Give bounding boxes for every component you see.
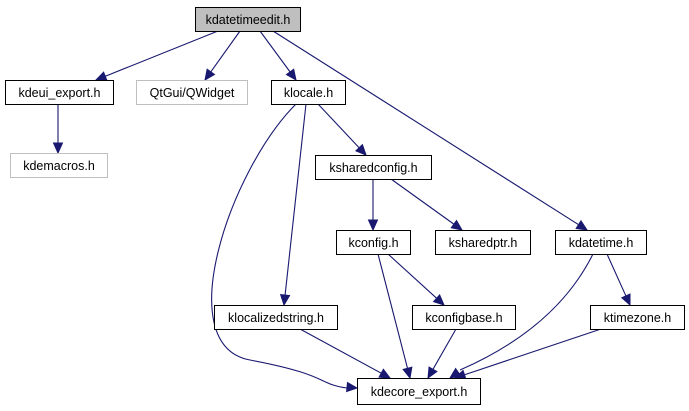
edge-line — [459, 253, 594, 371]
edge-line — [211, 103, 348, 389]
arrowhead-icon — [285, 68, 297, 81]
edge-kdeui_export-to-kdemacros — [52, 104, 64, 155]
node-label: QtGui/QWidget — [150, 86, 235, 100]
node-box[interactable] — [271, 80, 346, 105]
node-box[interactable] — [357, 378, 481, 405]
edge-ktimezone-to-kdecore_export — [453, 328, 602, 380]
node-label: kconfig.h — [348, 236, 398, 250]
edge-line — [284, 103, 307, 297]
node-label: kconfigbase.h — [425, 311, 502, 325]
node-label: kdatetimeedit.h — [206, 13, 291, 27]
edge-line — [209, 30, 241, 73]
edge-klocale-to-kdecore_export — [211, 103, 359, 393]
node-kdeui_export[interactable]: kdeui_export.h — [5, 80, 114, 105]
edge-line — [387, 253, 438, 300]
edge-kdatetimeedit-to-kdeui_export — [94, 30, 219, 81]
arrowhead-icon — [620, 293, 631, 307]
node-box[interactable] — [315, 155, 432, 180]
node-label: ksharedptr.h — [449, 236, 518, 250]
node-label: klocale.h — [284, 86, 333, 100]
edge-line — [377, 253, 409, 370]
node-box[interactable] — [336, 230, 411, 255]
node-label: kdeui_export.h — [18, 86, 100, 100]
arrowhead-icon — [346, 381, 359, 393]
node-label: ksharedconfig.h — [329, 161, 417, 175]
edge-kdatetime-to-ktimezone — [606, 253, 631, 307]
node-box[interactable] — [590, 305, 685, 330]
edge-line — [272, 30, 580, 226]
edges-layer — [52, 30, 631, 393]
arrowhead-icon — [402, 366, 413, 380]
edge-line — [463, 328, 602, 376]
node-label: kdecore_export.h — [371, 385, 468, 399]
node-kdemacros: kdemacros.h — [10, 153, 108, 178]
node-kdecore_export[interactable]: kdecore_export.h — [357, 378, 481, 405]
edge-line — [317, 103, 361, 149]
edge-line — [431, 328, 457, 371]
edge-line — [299, 328, 383, 375]
arrowhead-icon — [432, 294, 445, 306]
arrowhead-icon — [575, 219, 589, 231]
arrowhead-icon — [204, 68, 216, 81]
edge-line — [104, 30, 219, 78]
node-box[interactable] — [412, 305, 516, 330]
edge-kdatetimeedit-to-klocale — [259, 30, 297, 81]
arrowhead-icon — [378, 368, 392, 379]
edge-kconfig-to-kconfigbase — [387, 253, 445, 306]
edge-kconfig-to-kdecore_export — [377, 253, 413, 380]
node-box — [136, 80, 248, 105]
edge-ksharedconfig-to-kconfig — [367, 179, 379, 232]
node-kconfigbase[interactable]: kconfigbase.h — [412, 305, 516, 330]
node-klocale[interactable]: klocale.h — [271, 80, 346, 105]
edge-kconfigbase-to-kdecore_export — [427, 328, 457, 380]
node-kdatetime[interactable]: kdatetime.h — [555, 230, 647, 255]
arrowhead-icon — [427, 366, 438, 380]
arrowhead-icon — [450, 219, 463, 231]
node-ksharedptr[interactable]: ksharedptr.h — [435, 230, 531, 255]
node-label: klocalizedstring.h — [228, 311, 324, 325]
node-qwidget: QtGui/QWidget — [136, 80, 248, 105]
edge-line — [390, 178, 456, 226]
nodes-layer: kdatetimeedit.h kdeui_export.h QtGui/QWidg… — [5, 7, 685, 405]
edge-kdatetimeedit-to-qwidget — [204, 30, 241, 81]
edge-klocale-to-klocalizedstring — [279, 103, 307, 307]
arrowhead-icon — [354, 143, 367, 156]
edge-klocale-to-ksharedconfig — [317, 103, 367, 156]
node-ktimezone[interactable]: ktimezone.h — [590, 305, 685, 330]
edge-ksharedconfig-to-ksharedptr — [390, 178, 463, 231]
node-label: ktimezone.h — [604, 311, 671, 325]
node-box[interactable] — [435, 230, 531, 255]
node-box[interactable] — [5, 80, 114, 105]
edge-line — [606, 253, 627, 298]
node-klocalizedstring[interactable]: klocalizedstring.h — [214, 305, 338, 330]
node-kconfig[interactable]: kconfig.h — [336, 230, 411, 255]
arrowhead-icon — [52, 142, 64, 155]
arrowhead-icon — [279, 293, 291, 307]
node-box — [10, 153, 108, 178]
edge-kdatetimeedit-to-kdatetime — [272, 30, 589, 231]
node-ksharedconfig[interactable]: ksharedconfig.h — [315, 155, 432, 180]
edge-line — [259, 30, 292, 74]
arrowhead-icon — [367, 219, 379, 232]
edge-klocalizedstring-to-kdecore_export — [299, 328, 392, 379]
node-box[interactable] — [555, 230, 647, 255]
node-box[interactable] — [195, 7, 301, 32]
node-box[interactable] — [214, 305, 338, 330]
arrowhead-icon — [94, 71, 108, 81]
node-kdatetimeedit[interactable]: kdatetimeedit.h — [195, 7, 301, 32]
node-label: kdemacros.h — [23, 159, 95, 173]
node-label: kdatetime.h — [569, 236, 634, 250]
